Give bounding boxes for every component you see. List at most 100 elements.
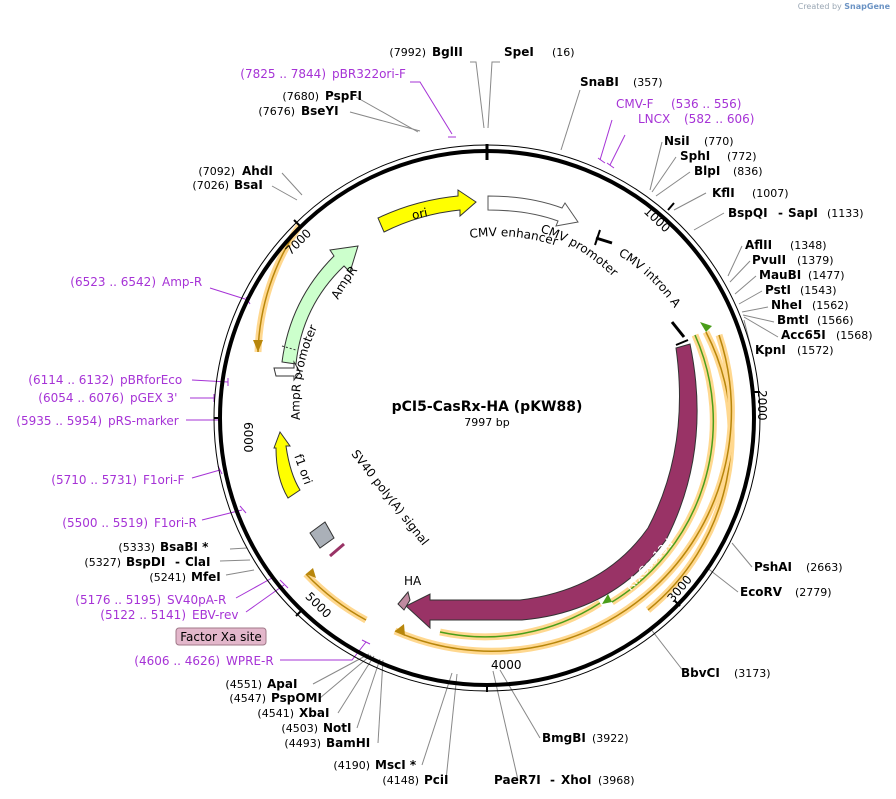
- restriction-sites: (7992) BglII SpeI (16) SnaBI (357) NsiI …: [84, 45, 872, 787]
- feature-ori: ori: [377, 189, 477, 233]
- site-pos: (1572): [797, 344, 834, 357]
- plasmid-size: 7997 bp: [464, 416, 509, 429]
- primer-range: (536 .. 556): [671, 97, 741, 111]
- site-pos: (4148): [382, 774, 419, 787]
- orf-arrow-head: [395, 624, 405, 636]
- primer-range: (5122 .. 5141): [100, 608, 186, 622]
- site-pos: (836): [733, 165, 763, 178]
- factor-xa-site: Factor Xa site: [175, 627, 267, 646]
- site-bseyi: BseYI: [301, 104, 339, 118]
- site-nhei: NheI: [771, 298, 802, 312]
- site-sphi: SphI: [680, 149, 710, 163]
- site-pcii: PciI: [424, 773, 449, 787]
- tick-7000: 7000: [283, 226, 314, 257]
- tick-4000: 4000: [491, 658, 522, 672]
- cmv-promoter-label: CMV promoter: [539, 222, 621, 280]
- primers: (7825 .. 7844) pBR322ori-F CMV-F (536 ..…: [16, 67, 754, 668]
- site-blpi: BlpI: [694, 164, 720, 178]
- site-pos: (1477): [808, 269, 845, 282]
- primer-range: (7825 .. 7844): [240, 67, 326, 81]
- tick-6000: 6000: [241, 422, 255, 453]
- site-pos: (5327): [84, 556, 121, 569]
- site-bspdi-dash: -: [175, 555, 180, 569]
- site-pos: (7676): [258, 105, 295, 118]
- primer-range: (5500 .. 5519): [62, 516, 148, 530]
- site-nsii: NsiI: [664, 134, 690, 148]
- site-aflii: AflII: [745, 238, 772, 252]
- site-pos: (5333): [118, 541, 155, 554]
- sv40-label: SV40 poly(A) signal: [348, 447, 431, 548]
- primer-range: (6523 .. 6542): [70, 275, 156, 289]
- site-pos: (7992): [389, 46, 426, 59]
- site-pos: (1543): [800, 284, 837, 297]
- site-clai: ClaI: [185, 555, 210, 569]
- site-pos: (3922): [592, 732, 629, 745]
- site-pos: (2663): [806, 561, 843, 574]
- site-pos: (357): [633, 76, 663, 89]
- site-bsai: BsaI: [234, 178, 263, 192]
- feature-f1-ori: f1 ori: [273, 430, 315, 499]
- feature-ha: HA: [397, 574, 422, 611]
- site-bmgbi: BmgBI: [542, 731, 586, 745]
- primer-range: (6054 .. 6076): [38, 391, 124, 405]
- primer-range: (582 .. 606): [684, 112, 754, 126]
- site-pos: (4493): [284, 737, 321, 750]
- primer-range: (5935 .. 5954): [16, 414, 102, 428]
- tick-marks: [214, 202, 760, 692]
- site-xbai: XbaI: [299, 706, 329, 720]
- orf-arrow-head: [602, 594, 612, 604]
- site-pos: (7680): [282, 90, 319, 103]
- site-pos: (1348): [790, 239, 827, 252]
- site-ecorv: EcoRV: [740, 585, 783, 599]
- feature-sv40: SV40 poly(A) signal: [309, 447, 432, 558]
- snapgene-brand: SnapGene: [844, 2, 890, 11]
- site-ahdi: AhdI: [242, 164, 273, 178]
- site-kpni: KpnI: [755, 343, 786, 357]
- primer-sv40pa-r: SV40pA-R: [167, 593, 226, 607]
- site-spei: SpeI: [504, 45, 534, 59]
- site-pspomi: PspOMI: [271, 691, 322, 705]
- site-pspfi: PspFI: [325, 89, 362, 103]
- site-sapi: SapI: [788, 206, 818, 220]
- primer-ebv-rev: EBV-rev: [192, 608, 238, 622]
- site-pshai: PshAI: [754, 560, 792, 574]
- site-bspqi: BspQI: [728, 206, 768, 220]
- primer-prs-marker: pRS-marker: [108, 414, 179, 428]
- site-bmti: BmtI: [777, 313, 809, 327]
- site-bsabi: BsaBI *: [160, 540, 209, 554]
- site-pos: (16): [552, 46, 575, 59]
- site-snabi: SnaBI: [580, 75, 619, 89]
- primer-leaders: [186, 81, 626, 661]
- site-pos: (1379): [797, 254, 834, 267]
- site-bspdi: BspDI: [126, 555, 165, 569]
- plasmid-name: pCI5-CasRx-HA (pKW88): [392, 399, 583, 415]
- primer-range: (5710 .. 5731): [51, 473, 137, 487]
- site-pos: (772): [727, 150, 757, 163]
- site-bglii: BglII: [432, 45, 463, 59]
- site-noti: NotI: [323, 721, 352, 735]
- primer-range: (4606 .. 4626): [134, 654, 220, 668]
- cmv-intron-label: CMV intron A: [616, 246, 684, 311]
- site-pos: (4547): [229, 692, 266, 705]
- site-msci: MscI *: [375, 758, 417, 772]
- orf-arrow-head: [253, 340, 263, 352]
- site-pos: (1568): [836, 329, 873, 342]
- site-pos: (7092): [198, 165, 235, 178]
- site-bspqi-dash: -: [778, 206, 783, 220]
- site-psti: PstI: [765, 283, 791, 297]
- primer-cmv-f: CMV-F: [616, 97, 654, 111]
- site-pos: (1566): [817, 314, 854, 327]
- site-mfei: MfeI: [191, 570, 221, 584]
- ha-label: HA: [404, 574, 422, 588]
- orf-arrow-head: [700, 322, 712, 332]
- site-pos: (2779): [795, 586, 832, 599]
- primer-pgex3: pGEX 3': [130, 391, 177, 405]
- site-pos: (4551): [225, 678, 262, 691]
- primer-wpre-r: WPRE-R: [226, 654, 274, 668]
- site-pos: (770): [704, 135, 734, 148]
- site-maubi: MauBI: [759, 268, 801, 282]
- site-kfli: KflI: [712, 186, 735, 200]
- ori-label: ori: [411, 205, 429, 222]
- site-pos: (5241): [149, 571, 186, 584]
